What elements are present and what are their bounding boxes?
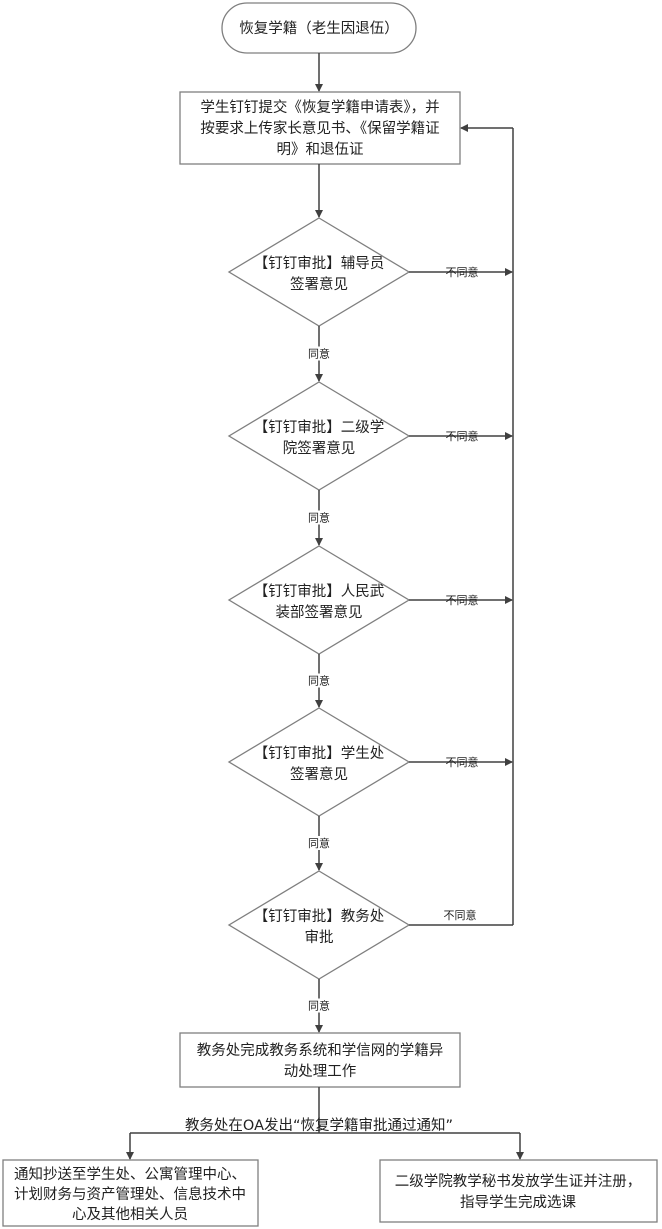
notify-line: 计划财务与资产管理处、信息技术中 (14, 1186, 246, 1203)
notice-label: 教务处在OA发出“恢复学籍审批通过通知” (185, 1116, 453, 1134)
agree-label: 同意 (308, 347, 330, 361)
register-line: 二级学院教学秘书发放学生证并注册， (395, 1173, 642, 1190)
start-label: 恢复学籍（老生因退伍） (239, 19, 399, 37)
decision-line: 【钉钉审批】学生处 (254, 745, 385, 762)
decision-line: 签署意见 (290, 765, 348, 783)
decision-line: 【钉钉审批】教务处 (254, 908, 385, 925)
decision-line: 签署意见 (290, 275, 348, 293)
disagree-label: 不同意 (446, 265, 479, 279)
decision-line: 审批 (305, 929, 334, 946)
start-terminal: 恢复学籍（老生因退伍） (221, 2, 417, 54)
agree-label: 同意 (308, 674, 330, 688)
agree-label: 同意 (308, 511, 330, 525)
submit-box: 学生钉钉提交《恢复学籍申请表》，并 按要求上传家长意见书、《保留学籍证 明》和退… (179, 91, 461, 165)
notify-line: 通知抄送至学生处、公寓管理中心、 (14, 1165, 246, 1183)
process-line: 教务处完成教务系统和学信网的学籍异 (197, 1042, 444, 1059)
decision-line: 装部签署意见 (276, 603, 363, 621)
decision-line: 【钉钉审批】人民武 (254, 583, 385, 600)
register-line: 指导学生完成选课 (460, 1194, 576, 1211)
notify-box: 通知抄送至学生处、公寓管理中心、 计划财务与资产管理处、信息技术中 心及其他相关… (2, 1159, 259, 1227)
submit-line: 按要求上传家长意见书、《保留学籍证 (200, 119, 439, 137)
submit-line: 明》和退伍证 (277, 141, 364, 158)
disagree-label: 不同意 (444, 908, 477, 922)
submit-line: 学生钉钉提交《恢复学籍申请表》，并 (200, 98, 439, 116)
disagree-label: 不同意 (446, 755, 479, 769)
decision-line: 院签署意见 (283, 439, 356, 457)
agree-label: 同意 (308, 999, 330, 1013)
decision-line: 【钉钉审批】二级学 (254, 419, 385, 436)
disagree-label: 不同意 (446, 593, 479, 607)
disagree-label: 不同意 (446, 429, 479, 443)
notify-line: 心及其他相关人员 (72, 1206, 188, 1223)
agree-label: 同意 (308, 836, 330, 850)
process-line: 动处理工作 (284, 1063, 357, 1080)
process-box: 教务处完成教务系统和学信网的学籍异 动处理工作 (179, 1032, 461, 1088)
decision-line: 【钉钉审批】辅导员 (254, 255, 385, 272)
register-box: 二级学院教学秘书发放学生证并注册， 指导学生完成选课 (379, 1159, 658, 1223)
